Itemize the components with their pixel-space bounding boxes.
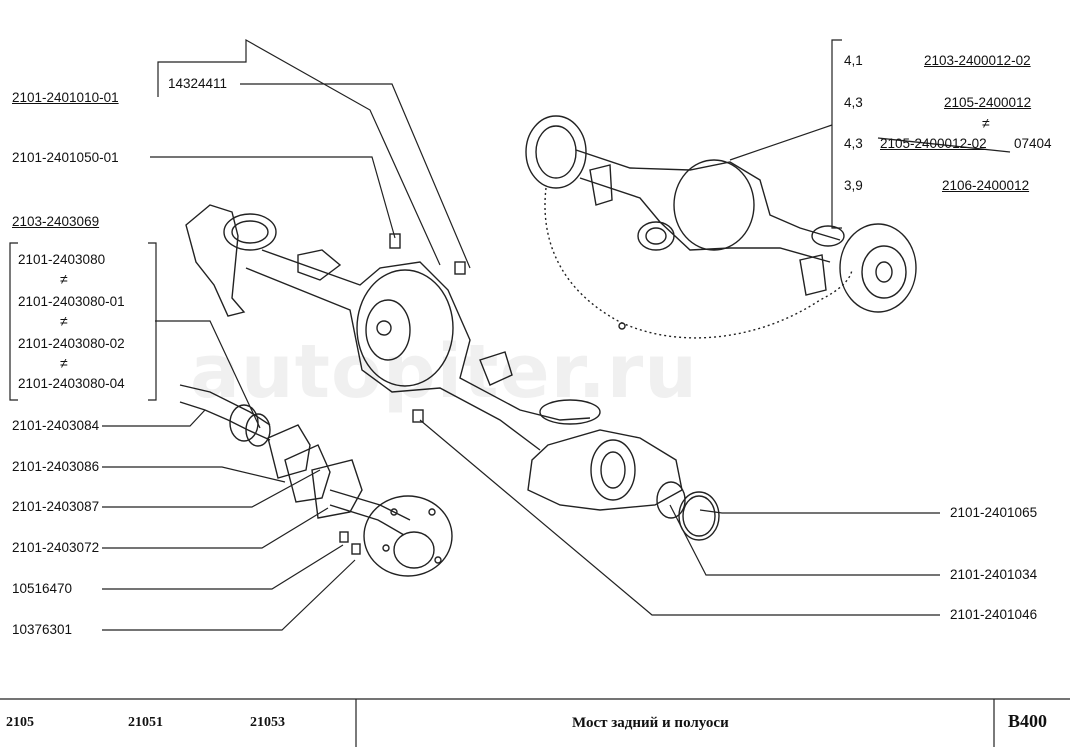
model-21053: 21053: [250, 715, 285, 730]
callout-2101-2403087: 2101-2403087: [12, 499, 100, 514]
callout-2101-2403086: 2101-2403086: [12, 459, 100, 474]
axle-shaft-assembly: [179, 384, 453, 577]
watermark: autopiter.ru: [190, 329, 698, 415]
not-interchangeable-icon: ≠: [60, 271, 68, 287]
callout-2101-2401050-01: 2101-2401050-01: [12, 150, 119, 165]
shaft-variant-1: 2101-2403080: [18, 252, 106, 267]
ratio-part-suffix: 07404: [1014, 136, 1052, 151]
shaft-variant-2: 2101-2403080-01: [18, 294, 125, 309]
not-interchangeable-icon: ≠: [982, 115, 990, 131]
ratio-part-number: 2103-2400012-02: [924, 53, 1031, 68]
leader-lines: [9, 38, 940, 631]
callout-2101-2401034: 2101-2401034: [950, 567, 1038, 582]
ratio-value: 4,3: [844, 95, 863, 110]
callout-2101-2401046: 2101-2401046: [950, 607, 1038, 622]
callout-2101-2403084: 2101-2403084: [12, 418, 100, 433]
callout-2101-2403072: 2101-2403072: [12, 540, 100, 555]
rear-axle-assembly: [525, 115, 917, 339]
callout-10516470: 10516470: [12, 581, 73, 596]
callout-2101-2401065: 2101-2401065: [950, 505, 1038, 520]
shaft-variant-3: 2101-2403080-02: [18, 336, 125, 351]
ratio-value: 4,3: [844, 136, 863, 151]
footer: 2105 21051 21053 Мост задний и полуоси B…: [0, 699, 1070, 747]
callout-14324411: 14324411: [168, 76, 228, 91]
ratio-value: 4,1: [844, 53, 863, 68]
model-21051: 21051: [128, 715, 163, 730]
not-interchangeable-icon: ≠: [60, 355, 68, 371]
not-interchangeable-icon: ≠: [60, 313, 68, 329]
shaft-variant-4: 2101-2403080-04: [18, 376, 125, 391]
ratio-part-number-superseded: 2105-2400012-02: [880, 136, 987, 151]
axle-housing: [185, 204, 720, 541]
callout-2101-2401010-01: 2101-2401010-01: [12, 90, 119, 105]
section-code: B400: [1008, 711, 1048, 731]
callout-10376301: 10376301: [12, 622, 73, 637]
ratio-part-number: 2105-2400012: [944, 95, 1032, 110]
section-title: Мост задний и полуоси: [572, 715, 729, 731]
callout-2103-2403069: 2103-2403069: [12, 214, 100, 229]
model-2105: 2105: [6, 715, 34, 730]
ratio-value: 3,9: [844, 178, 863, 193]
ratio-part-number: 2106-2400012: [942, 178, 1030, 193]
